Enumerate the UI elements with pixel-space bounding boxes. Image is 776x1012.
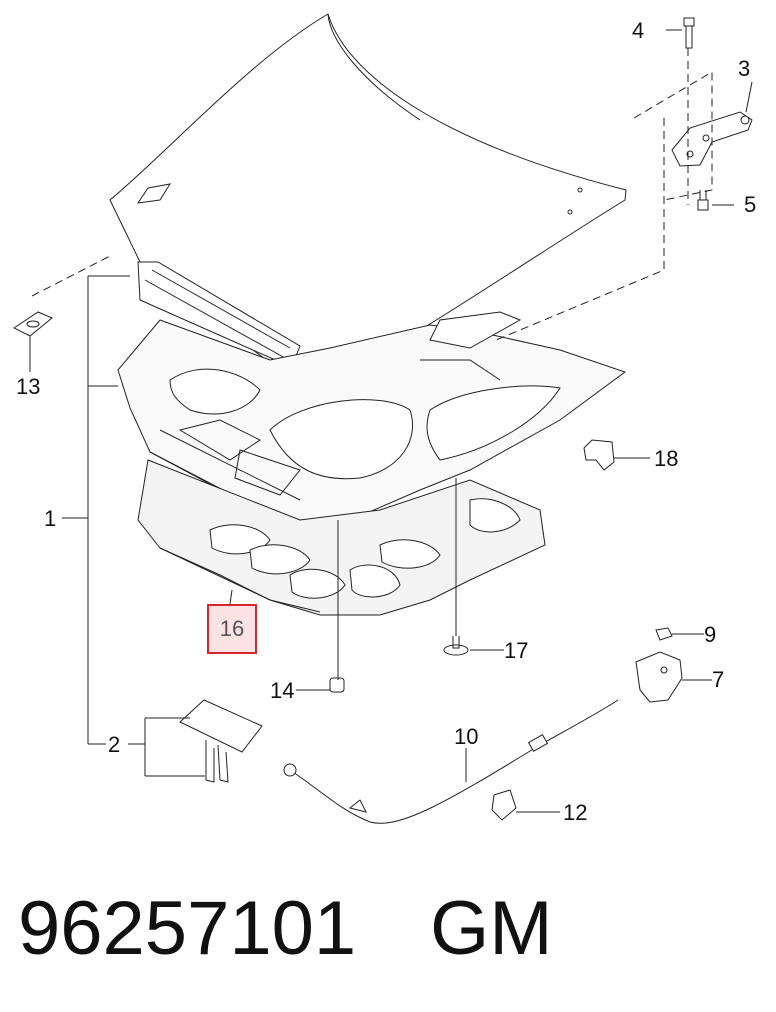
callout-13: 13 (16, 374, 41, 399)
callout-14: 14 (270, 678, 295, 703)
callout-18: 18 (654, 446, 679, 471)
callout-16: 16 (219, 616, 245, 641)
bumper-18-icon (583, 439, 615, 471)
clip-17-icon (443, 636, 469, 656)
support-bracket (179, 699, 263, 783)
grommet-14-icon (329, 677, 345, 693)
callout-2: 2 (108, 732, 121, 757)
nut-9-icon (655, 627, 673, 641)
callout-1: 1 (44, 506, 57, 531)
callout-4: 4 (632, 18, 645, 43)
bolt-4-icon (683, 17, 695, 49)
release-cable (283, 699, 619, 824)
callout-12: 12 (563, 800, 588, 825)
callout-5: 5 (744, 192, 757, 217)
callout-9: 9 (704, 622, 717, 647)
callout-3: 3 (738, 56, 751, 81)
part-number-footer: 96257101 GM (18, 884, 758, 974)
callout-10: 10 (454, 724, 479, 749)
hood-insulation-pad (137, 459, 546, 616)
cable-clip-12-icon (491, 789, 517, 821)
hood-exploded-diagram (13, 13, 753, 824)
brand-name: GM (430, 886, 553, 971)
clip-13-icon (13, 311, 53, 337)
callout-17: 17 (504, 638, 529, 663)
callout-7: 7 (712, 667, 725, 692)
part-number: 96257101 (18, 886, 357, 971)
hood-latch (635, 651, 683, 703)
callout-16-highlight: 16 (207, 604, 257, 654)
leader-lines (29, 29, 753, 813)
